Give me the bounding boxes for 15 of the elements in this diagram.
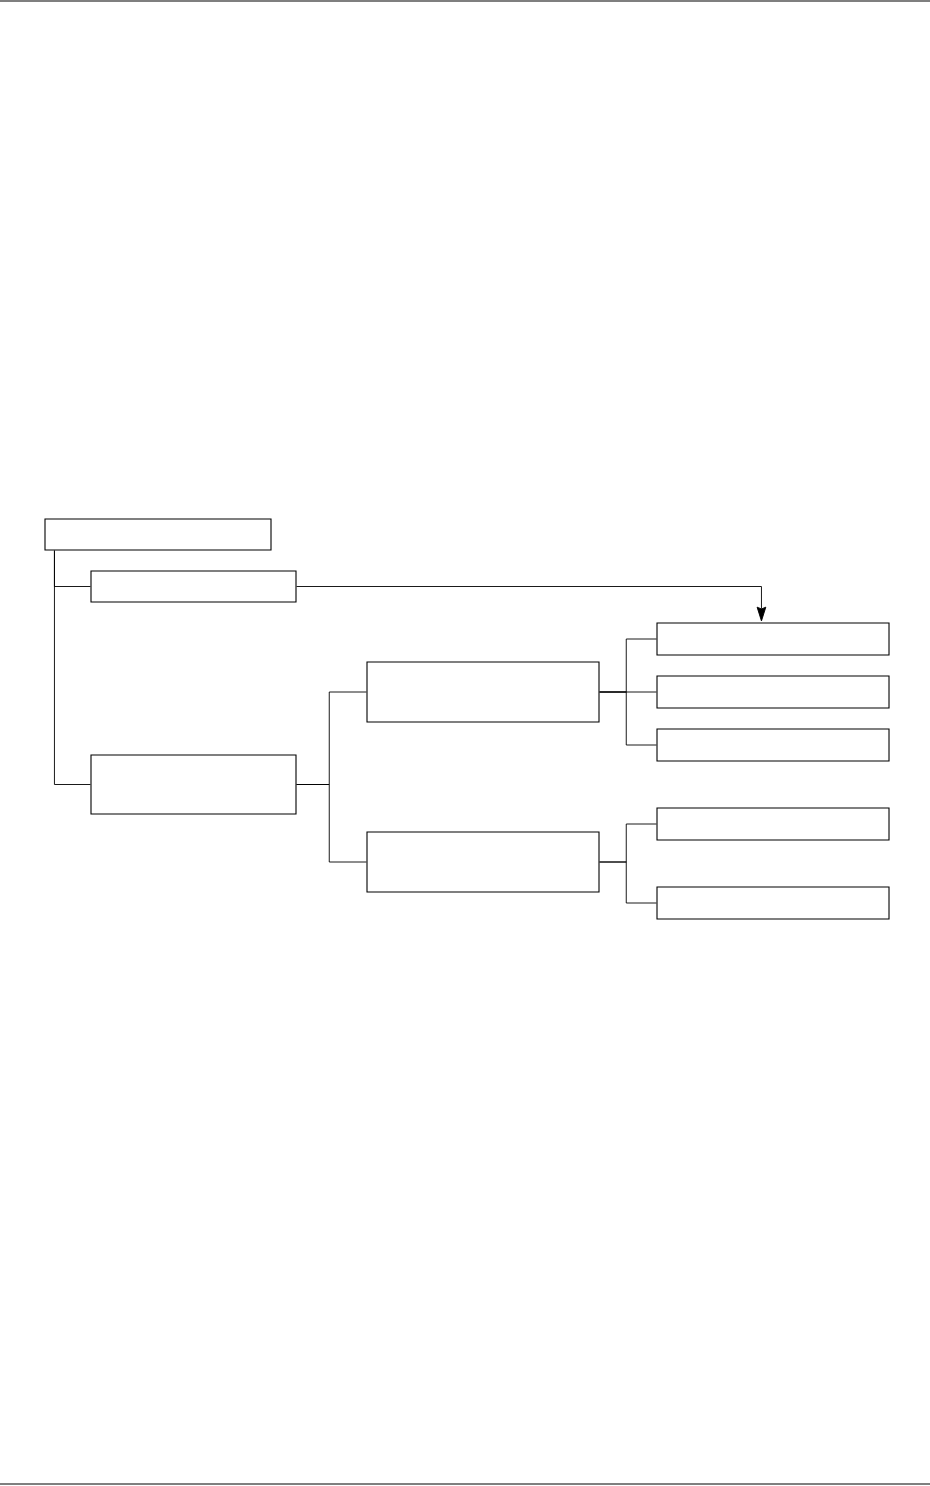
empty-box bbox=[366, 661, 600, 723]
empty-box bbox=[44, 518, 272, 551]
empty-box bbox=[90, 570, 297, 603]
empty-box bbox=[656, 675, 890, 709]
empty-box bbox=[366, 831, 600, 893]
connector bbox=[296, 784, 367, 863]
connector bbox=[599, 691, 657, 746]
empty-box bbox=[656, 807, 890, 841]
connector bbox=[54, 550, 91, 785]
empty-box bbox=[656, 886, 890, 920]
connector bbox=[296, 586, 767, 622]
empty-box bbox=[656, 728, 890, 762]
empty-box bbox=[90, 754, 297, 815]
connector bbox=[599, 861, 657, 904]
empty-box bbox=[656, 622, 890, 656]
